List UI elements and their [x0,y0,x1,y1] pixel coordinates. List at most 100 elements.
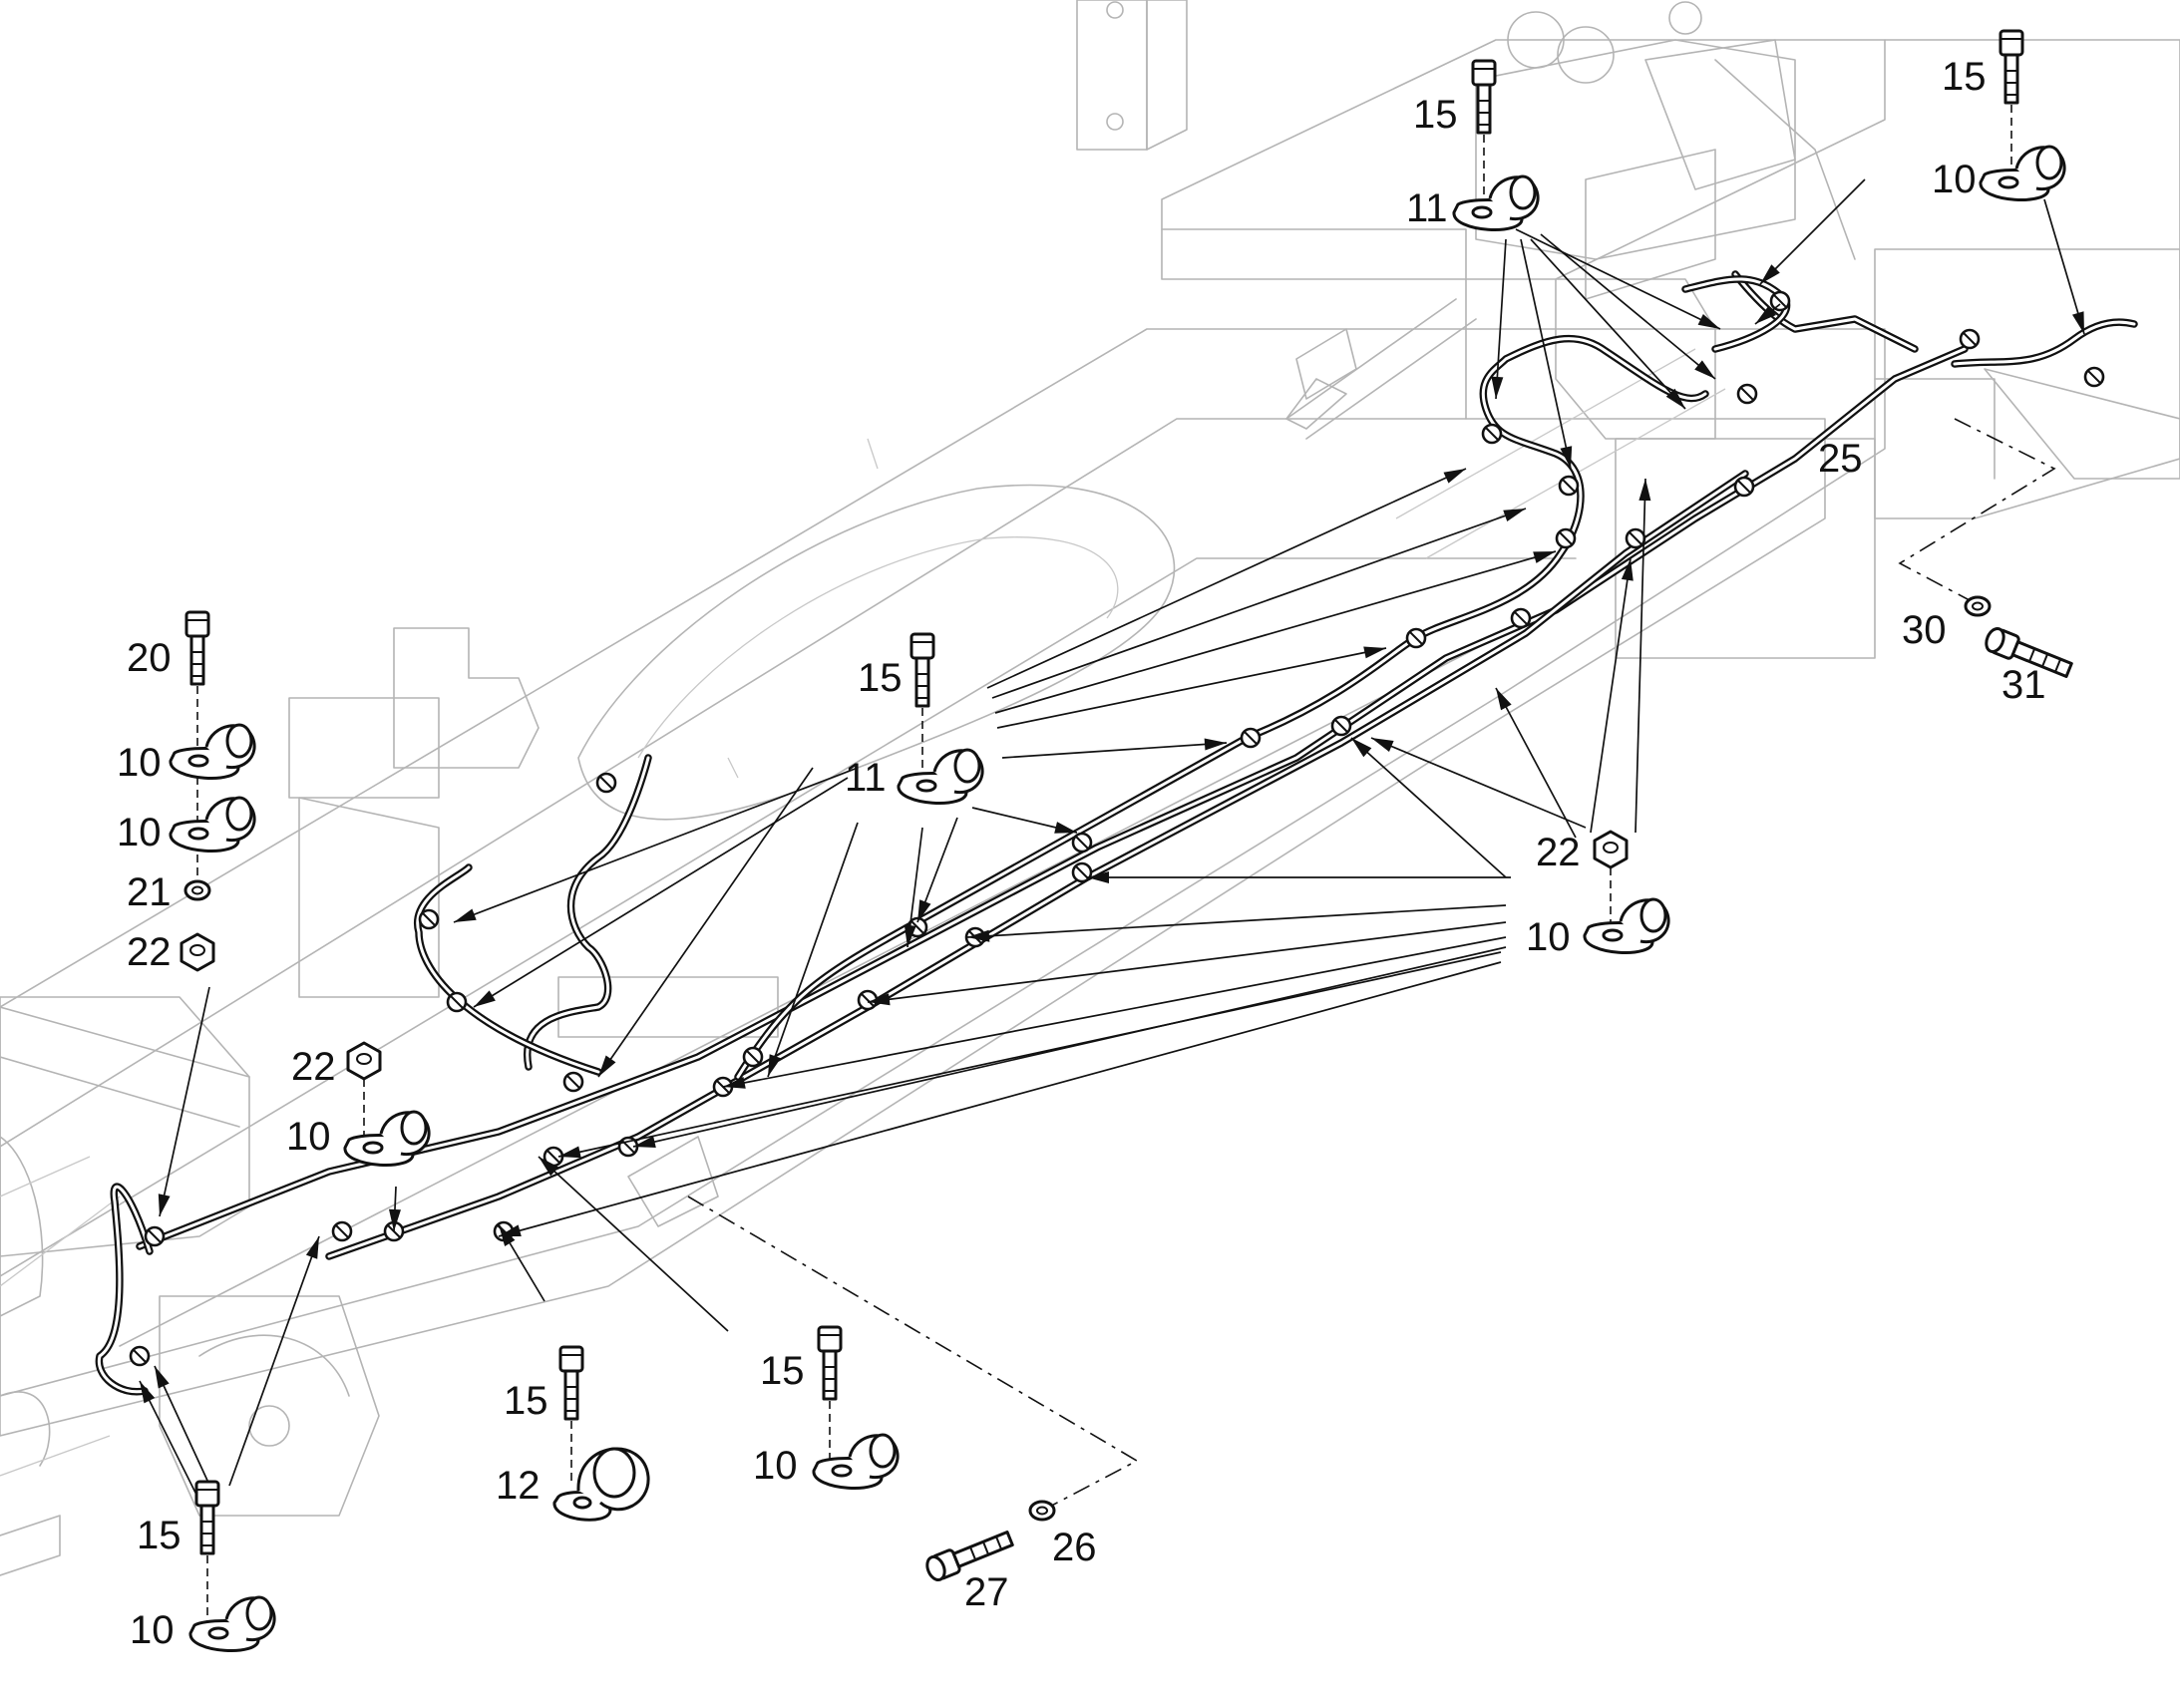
callout-10-bottom-right: 10 [753,1444,798,1488]
callout-11-top-center: 11 [1406,186,1448,230]
leader-line [1520,238,1572,470]
leader-arrowhead [155,1366,170,1389]
leader-arrowhead [1760,264,1780,284]
leader-arrowhead [1443,469,1466,484]
leader-arrowhead [1665,388,1685,409]
leader-line [154,1365,215,1497]
nut-22-left [180,932,215,972]
leader-arrowhead [1371,738,1394,753]
leader-line [1495,687,1577,839]
callout-21: 21 [127,870,172,914]
callout-25: 25 [1818,437,1863,481]
leader-arrowhead [539,1157,559,1177]
phantom-lines [687,418,2056,1512]
leader-line [966,904,1507,938]
callout-10-right: 10 [1526,915,1571,959]
leader-line [867,921,1507,1003]
leader-arrowhead [474,990,496,1007]
nut-22-right [1593,830,1629,869]
leader-line [453,767,859,923]
leader-arrowhead [1694,360,1715,379]
washer-30 [1964,595,1992,617]
clamp-10-left-a [169,723,256,780]
leader-line [1350,737,1507,878]
leader-line [473,777,849,1008]
bolt-15-top-right [1998,29,2024,105]
leader-line [1530,238,1686,410]
callout-10-left-a: 10 [117,741,162,785]
callout-12: 12 [496,1464,541,1508]
leader-arrowhead [1503,509,1526,522]
leader-line [1495,238,1507,400]
leader-line [994,550,1557,714]
callout-15-top-right: 15 [1942,55,1987,99]
callout-15-bottom-center: 15 [504,1379,548,1423]
bolt-20 [184,610,210,686]
leader-arrowhead [1533,551,1556,563]
callout-22-mid: 22 [291,1045,336,1089]
leader-line [767,822,859,1078]
bolt-15-center [909,632,935,708]
callout-10-left-b: 10 [117,811,162,854]
leader-arrowhead [2071,311,2084,334]
clamp-10-top-right [1979,145,2066,201]
clamp-12 [552,1447,650,1522]
bolt-15-bottom-left [194,1480,220,1555]
leader-line [632,946,1507,1148]
leader-arrowhead [1204,738,1227,751]
machine-frame [0,0,2180,1576]
leader-line [1515,228,1721,330]
callout-10-bottom-left: 10 [130,1608,175,1652]
nut-22-mid [346,1041,382,1081]
clamp-11-top-center [1452,174,1540,231]
washer-21 [183,879,211,901]
leader-line [538,1156,729,1332]
callout-22-right: 22 [1536,831,1581,874]
leader-arrowhead [1491,376,1504,399]
callout-10-mid: 10 [286,1115,331,1159]
callout-15-top-center: 15 [1413,93,1458,137]
hardware-parts [169,29,2075,1652]
leader-arrowhead [1054,822,1077,834]
leader-line [986,468,1467,689]
leader-line [139,1380,200,1502]
leader-arrowhead [917,899,931,922]
leader-line [996,647,1387,729]
leader-arrowhead [140,1381,156,1404]
clamp-10-bottom-right [812,1433,900,1490]
clamp-10-mid [343,1110,431,1167]
leader-line [498,961,1502,1237]
leader-line [722,936,1507,1088]
leader-line [159,986,210,1217]
leader-arrowhead [1621,558,1634,581]
leader-line [597,767,814,1078]
clamp-10-left-b [169,796,256,853]
callout-30: 30 [1902,608,1947,652]
leader-line [557,951,1502,1158]
leader-arrowhead [868,993,891,1006]
leader-line [1759,178,1866,285]
callout-26: 26 [1052,1526,1097,1569]
leader-arrowhead [158,1194,171,1216]
callout-labels: 15 11 15 10 25 30 31 20 10 10 21 22 15 1… [117,55,2046,1652]
callout-15-bottom-right: 15 [760,1349,805,1393]
leader-arrowhead [558,1146,581,1159]
callout-20: 20 [127,636,172,680]
callout-31: 31 [2001,663,2046,707]
leader-arrowhead [305,1236,319,1259]
leader-line [991,508,1527,699]
leader-arrowhead [598,1055,616,1077]
leader-line [2043,198,2085,335]
leader-arrowhead [1697,313,1720,329]
clamp-11-center [897,748,984,805]
leader-line [1540,233,1716,380]
leader-arrowhead [1560,446,1573,469]
clamp-10-right [1583,897,1670,954]
leader-arrowhead [723,1076,746,1089]
leader-arrowhead [1087,871,1109,883]
leader-arrowhead [768,1054,781,1077]
leader-arrowhead [388,1208,401,1231]
leader-arrowhead [1638,479,1651,502]
leader-arrowhead [1496,688,1512,711]
